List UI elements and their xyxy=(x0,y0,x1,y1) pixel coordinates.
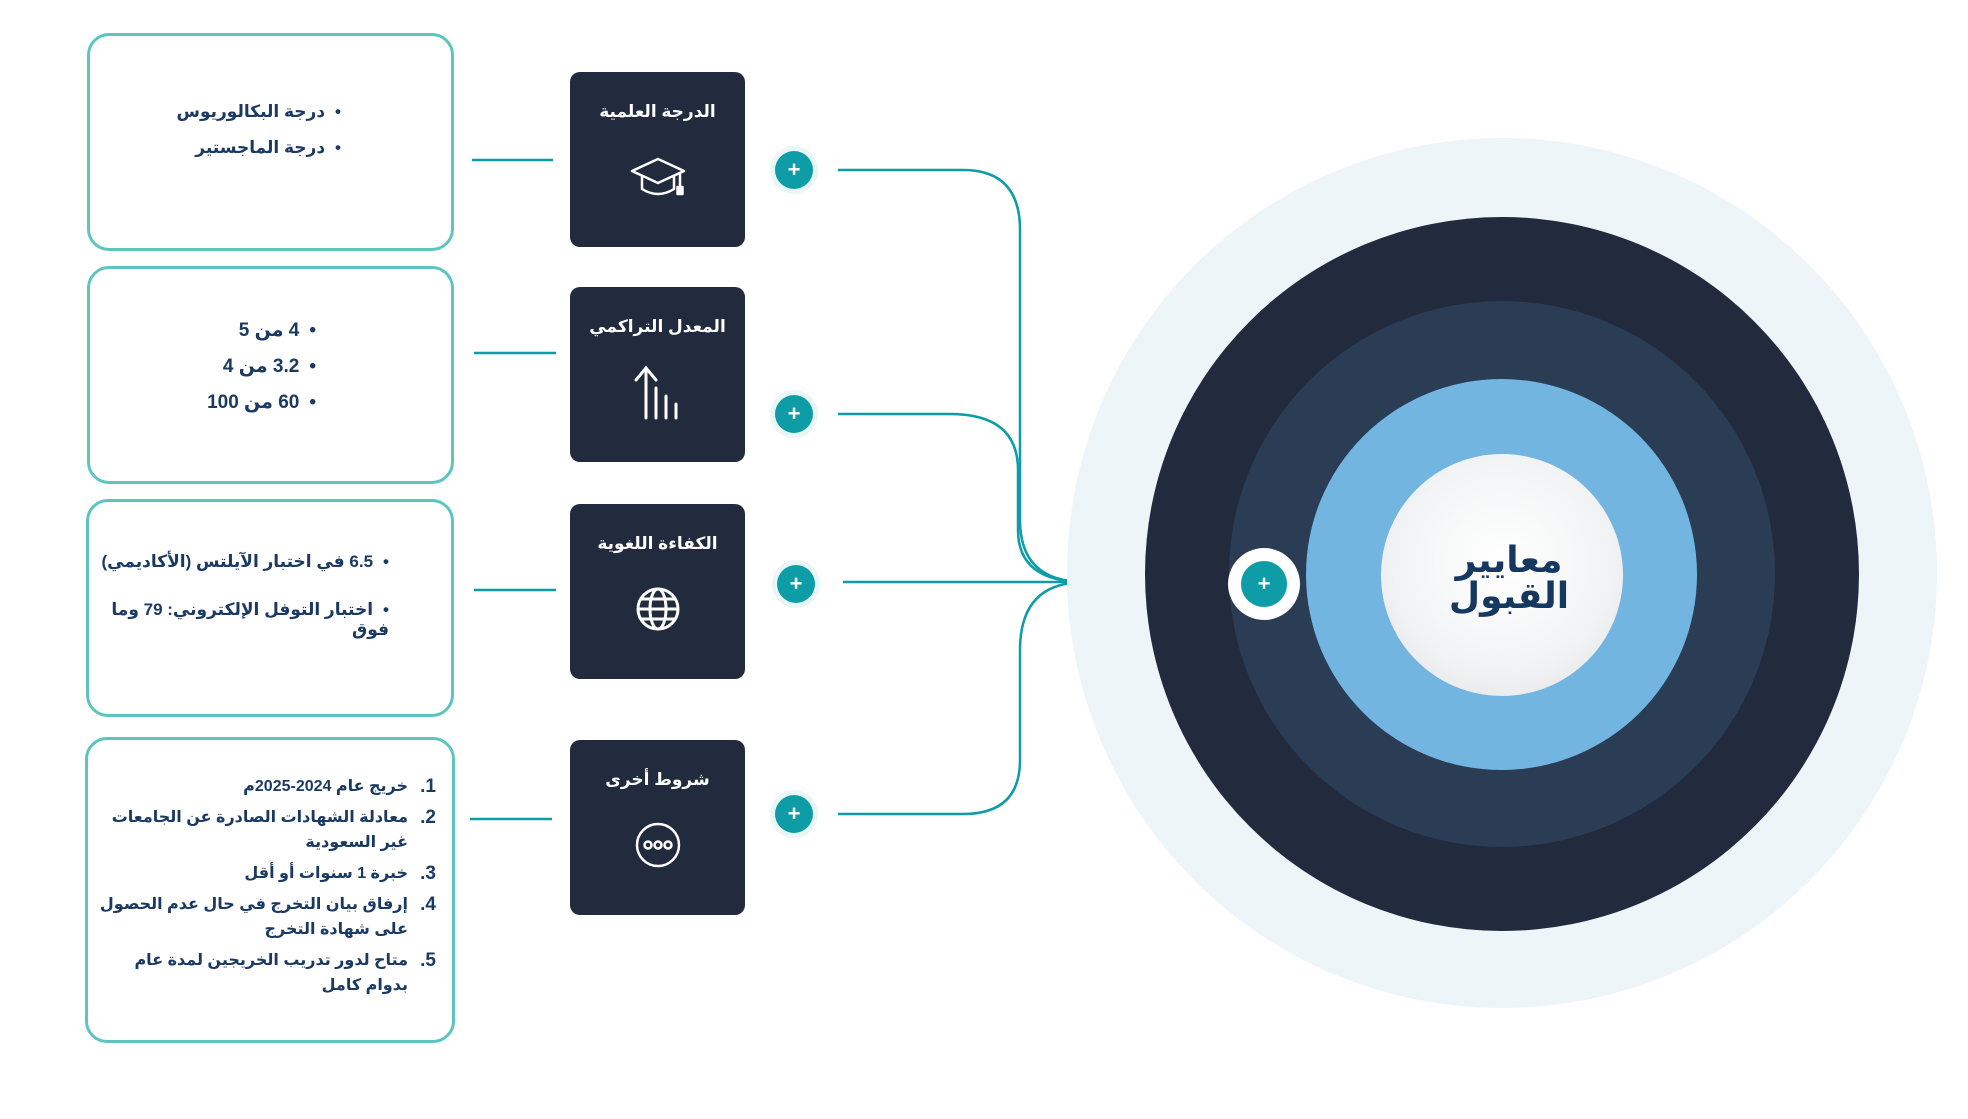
item-number: 1. xyxy=(420,776,436,797)
list-item: 4. إرفاق بيان التخرج في حال عدم الحصول عل… xyxy=(96,892,436,942)
list-item: • 60 من 100 xyxy=(207,391,316,414)
plus-button-degree[interactable]: + xyxy=(770,146,818,194)
bullet-icon: • xyxy=(383,552,389,571)
plus-button-other[interactable]: + xyxy=(770,790,818,838)
item-number: 2. xyxy=(420,807,436,828)
list-item: 3. خبرة 1 سنوات أو أقل xyxy=(96,861,436,886)
graduation-cap-icon xyxy=(630,157,685,196)
info-box-other: 1. خريج عام 2024-2025م 2. معادلة الشهادات … xyxy=(85,737,455,1043)
bullet-icon: • xyxy=(309,320,316,341)
tile-other[interactable]: شروط أخرى xyxy=(570,740,745,915)
list-item-text: 4 من 5 xyxy=(238,320,300,341)
list-item: • درجة الماجستير xyxy=(177,138,341,158)
list-item: 1. خريج عام 2024-2025م xyxy=(96,774,436,799)
info-box-language: •6.5 في اختبار الآيلتس (الأكاديمي) •اختب… xyxy=(86,499,454,717)
plus-icon: + xyxy=(787,801,801,826)
list-item-text: معادلة الشهادات الصادرة عن الجامعات غير … xyxy=(111,809,408,851)
list-item-text: 6.5 في اختبار الآيلتس (الأكاديمي) xyxy=(101,552,374,571)
bullet-icon: • xyxy=(335,138,341,157)
list-item-text: خريج عام 2024-2025م xyxy=(243,778,408,795)
tile-degree[interactable]: الدرجة العلمية xyxy=(570,72,745,247)
item-number: 3. xyxy=(420,863,436,884)
list-item-text: اختبار التوفل الإلكتروني: 79 وما فوق xyxy=(111,600,389,639)
list-item-text: 60 من 100 xyxy=(207,392,300,413)
chart-arrow-icon xyxy=(634,365,677,420)
list-item-text: إرفاق بيان التخرج في حال عدم الحصول على … xyxy=(99,896,408,938)
center-title-line2: القبول xyxy=(1448,575,1570,616)
tile-language[interactable]: الكفاءة اللغوية xyxy=(570,504,745,679)
plus-icon: + xyxy=(787,401,801,426)
center-disc xyxy=(1381,454,1623,696)
tile-gpa-title: المعدل التراكمي xyxy=(589,317,726,336)
list-item: • 3.2 من 4 xyxy=(207,355,316,378)
list-item: 2. معادلة الشهادات الصادرة عن الجامعات غي… xyxy=(96,805,436,855)
list-item-text: درجة الماجستير xyxy=(195,138,326,157)
center-title-line1: معايير xyxy=(1455,539,1563,580)
list-item-text: خبرة 1 سنوات أو أقل xyxy=(244,865,408,882)
tile-degree-title: الدرجة العلمية xyxy=(599,102,716,121)
more-dots-icon xyxy=(635,822,680,868)
plus-icon: + xyxy=(787,157,801,182)
plus-button-gpa[interactable]: + xyxy=(770,390,818,438)
list-item: 5. متاح لدور تدريب الخريجين لمدة عام بدوا… xyxy=(96,948,436,998)
list-item-text: 3.2 من 4 xyxy=(222,356,300,377)
tile-gpa[interactable]: المعدل التراكمي xyxy=(570,287,745,462)
bullet-icon: • xyxy=(383,600,389,619)
center-title: معايير القبول xyxy=(1384,542,1634,614)
bullet-icon: • xyxy=(309,392,316,413)
hub-plus-button[interactable]: + xyxy=(1228,548,1300,620)
tile-other-title: شروط أخرى xyxy=(605,770,710,789)
bullet-icon: • xyxy=(309,356,316,377)
list-item: • 6.5 في اختبار الآيلتس (الأكاديمي) xyxy=(89,552,389,572)
info-box-gpa: • 4 من 5 • 3.2 من 4 • 60 من 100 xyxy=(87,266,454,484)
list-item-text: درجة البكالوريوس xyxy=(176,102,326,121)
plus-icon: + xyxy=(1257,571,1271,596)
list-item-text: متاح لدور تدريب الخريجين لمدة عام بدوام … xyxy=(134,952,408,994)
bullet-icon: • xyxy=(335,102,341,121)
globe-icon xyxy=(636,587,679,631)
plus-button-language[interactable]: + xyxy=(772,560,820,608)
info-box-degree: • درجة البكالوريوس • درجة الماجستير xyxy=(87,33,454,251)
plus-icon: + xyxy=(789,571,803,596)
tile-language-title: الكفاءة اللغوية xyxy=(597,534,718,553)
item-number: 5. xyxy=(420,950,436,971)
item-number: 4. xyxy=(420,894,436,915)
list-item: •اختبار التوفل الإلكتروني: 79 وما فوق xyxy=(89,600,389,640)
list-item: • 4 من 5 xyxy=(207,319,316,342)
list-item: • درجة البكالوريوس xyxy=(177,102,342,122)
